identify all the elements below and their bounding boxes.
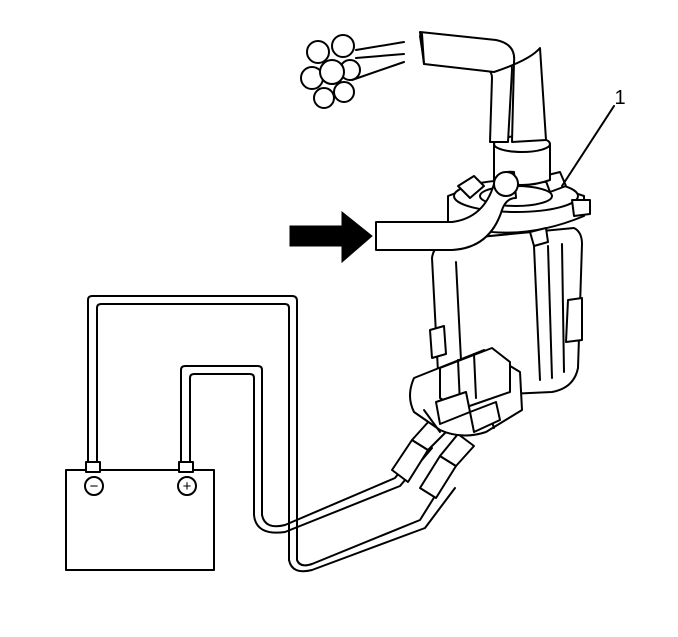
electrical-connector: [409, 347, 523, 437]
negative-wire-inner: [96, 303, 290, 561]
negative-sign: −: [90, 478, 99, 495]
callout-1-leader: [561, 105, 615, 187]
callout-1: 1: [561, 87, 626, 187]
callout-1-label: 1: [614, 87, 625, 109]
wire-sleeves: [391, 419, 475, 499]
battery: − +: [65, 461, 215, 571]
positive-terminal-symbol: [177, 476, 197, 496]
battery-positive-terminal: [178, 461, 194, 473]
valve-body: [431, 227, 583, 397]
negative-terminal-symbol: [84, 476, 104, 496]
negative-wire: [87, 295, 446, 567]
positive-sign: +: [183, 478, 192, 495]
positive-wire-inner: [189, 373, 433, 534]
inlet-hose: [375, 170, 519, 251]
battery-negative-terminal: [85, 461, 101, 473]
wire-harness: [87, 295, 456, 573]
outlet-hose: [419, 31, 547, 143]
smoke-cloud-icon: [300, 34, 405, 109]
positive-wire: [180, 365, 426, 528]
air-flow-arrow: [289, 210, 373, 264]
